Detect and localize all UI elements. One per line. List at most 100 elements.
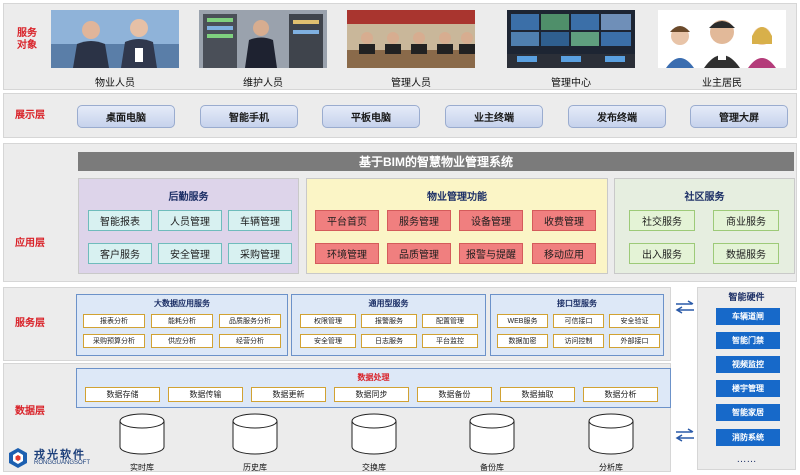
database-label: 历史库 — [243, 463, 267, 472]
service-item: 权限管理 — [300, 314, 356, 328]
hardware-item: 智能门禁 — [716, 332, 780, 349]
layer-service-targets: 服务对象 物业人员 — [3, 3, 797, 90]
database-label: 备份库 — [480, 463, 504, 472]
logistics-item: 客户服务 — [88, 243, 152, 264]
property-item: 环境管理 — [315, 243, 379, 264]
database-realtime: 实时库 — [117, 413, 167, 472]
service-item: 能耗分析 — [151, 314, 213, 328]
service-item: 安全管理 — [300, 334, 356, 348]
hardware-item: 车辆道闸 — [716, 308, 780, 325]
database-icon — [469, 413, 515, 455]
bidirectional-arrow-icon — [675, 300, 694, 314]
panel-title: 智能硬件 — [728, 292, 765, 302]
panel-title: 数据处理 — [357, 373, 390, 382]
data-processing-item: 数据分析 — [583, 387, 658, 402]
layer-label: 数据层 — [15, 406, 45, 417]
community-panel: 社区服务 社交服务 商业服务 出入服务 数据服务 — [614, 178, 795, 274]
service-item: 经营分析 — [219, 334, 281, 348]
data-processing-panel: 数据处理 数据存储 数据传输 数据更新 数据同步 数据备份 数据抽取 数据分析 — [76, 368, 671, 408]
community-item: 数据服务 — [713, 243, 779, 264]
community-item: 出入服务 — [629, 243, 695, 264]
property-item: 设备管理 — [459, 210, 523, 231]
database-exchange: 交换库 — [349, 413, 399, 472]
service-item: 外部接口 — [609, 334, 660, 348]
interface-service-panel: 接口型服务 WEB服务 可信接口 安全验证 数据加密 访问控制 外部接口 — [490, 294, 664, 356]
data-processing-item: 数据备份 — [417, 387, 492, 402]
data-processing-item: 数据同步 — [334, 387, 409, 402]
bidirectional-arrow-icon — [675, 428, 694, 442]
management-center-photo — [507, 10, 635, 68]
display-smartphone: 智能手机 — [200, 105, 298, 128]
maintenance-staff-photo — [199, 10, 327, 68]
subject-management-center: 管理中心 — [502, 10, 640, 92]
logistics-item: 采购管理 — [228, 243, 292, 264]
panel-title: 社区服务 — [684, 192, 725, 203]
subject-label: 物业人员 — [95, 78, 135, 89]
layer-service: 服务层 大数据应用服务 报表分析 能耗分析 品质服务分析 采购预算分析 供应分析… — [3, 287, 671, 361]
panel-title: 通用型服务 — [368, 299, 409, 308]
database-icon — [119, 413, 165, 455]
subject-label: 维护人员 — [243, 78, 283, 89]
smart-hardware-panel: 智能硬件 车辆道闸 智能门禁 视频监控 楼宇管理 智能家居 消防系统 …… — [697, 287, 796, 470]
layer-label: 服务对象 — [17, 28, 37, 51]
property-item: 报警与提醒 — [459, 243, 523, 264]
service-item: 访问控制 — [553, 334, 604, 348]
system-title-banner: 基于BIM的智慧物业管理系统 — [78, 152, 794, 171]
panel-title: 后勤服务 — [168, 192, 209, 203]
panel-title: 大数据应用服务 — [154, 299, 210, 308]
data-processing-item: 数据传输 — [168, 387, 243, 402]
service-item: 报警服务 — [361, 314, 417, 328]
hardware-more-ellipsis: …… — [736, 454, 757, 465]
logo-subtitle: RONGGUANGSOFT — [34, 460, 91, 466]
logistics-item: 智能报表 — [88, 210, 152, 231]
property-item: 品质管理 — [387, 243, 451, 264]
logistics-item: 人员管理 — [158, 210, 222, 231]
service-item: 日志服务 — [361, 334, 417, 348]
hardware-item: 消防系统 — [716, 429, 780, 446]
display-owner-terminal: 业主终端 — [445, 105, 543, 128]
hardware-item: 楼宇管理 — [716, 380, 780, 397]
property-item: 收费管理 — [532, 210, 596, 231]
property-staff-photo — [51, 10, 179, 68]
company-logo: 戎光软件 RONGGUANGSOFT — [6, 444, 116, 472]
community-item: 社交服务 — [629, 210, 695, 231]
general-service-panel: 通用型服务 权限管理 报警服务 配置管理 安全管理 日志服务 平台监控 — [291, 294, 486, 356]
panel-title: 接口型服务 — [557, 299, 597, 308]
service-item: WEB服务 — [497, 314, 548, 328]
service-item: 平台监控 — [422, 334, 478, 348]
hardware-item: 智能家居 — [716, 404, 780, 421]
service-item: 报表分析 — [83, 314, 145, 328]
database-icon — [351, 413, 397, 455]
display-tablet: 平板电脑 — [322, 105, 420, 128]
subject-maintenance-staff: 维护人员 — [194, 10, 332, 92]
bigdata-service-panel: 大数据应用服务 报表分析 能耗分析 品质服务分析 采购预算分析 供应分析 经营分… — [76, 294, 288, 356]
panel-title: 物业管理功能 — [427, 192, 487, 203]
data-processing-item: 数据抽取 — [500, 387, 575, 402]
subject-label: 管理中心 — [551, 78, 591, 89]
layer-display: 展示层 桌面电脑 智能手机 平板电脑 业主终端 发布终端 管理大屏 — [3, 93, 797, 138]
display-publish-terminal: 发布终端 — [568, 105, 666, 128]
service-item: 安全验证 — [609, 314, 660, 328]
database-backup: 备份库 — [467, 413, 517, 472]
hardware-item: 视频监控 — [716, 356, 780, 373]
layer-application: 应用层 基于BIM的智慧物业管理系统 后勤服务 智能报表 人员管理 车辆管理 客… — [3, 143, 797, 282]
property-item: 平台首页 — [315, 210, 379, 231]
logo-name: 戎光软件 — [34, 449, 86, 461]
service-item: 可信接口 — [553, 314, 604, 328]
database-label: 分析库 — [599, 463, 623, 472]
service-item: 品质服务分析 — [219, 314, 281, 328]
logistics-item: 安全管理 — [158, 243, 222, 264]
community-item: 商业服务 — [713, 210, 779, 231]
subject-property-staff: 物业人员 — [46, 10, 184, 92]
data-processing-item: 数据存储 — [85, 387, 160, 402]
database-icon — [232, 413, 278, 455]
property-item: 服务管理 — [387, 210, 451, 231]
layer-data: 数据层 数据处理 数据存储 数据传输 数据更新 数据同步 数据备份 数据抽取 数… — [3, 363, 671, 472]
database-label: 实时库 — [130, 463, 154, 472]
subject-management-staff: 管理人员 — [342, 10, 480, 92]
service-item: 数据加密 — [497, 334, 548, 348]
logistics-panel: 后勤服务 智能报表 人员管理 车辆管理 客户服务 安全管理 采购管理 — [78, 178, 299, 274]
service-item: 供应分析 — [151, 334, 213, 348]
subject-label: 管理人员 — [391, 78, 431, 89]
database-analysis: 分析库 — [586, 413, 636, 472]
